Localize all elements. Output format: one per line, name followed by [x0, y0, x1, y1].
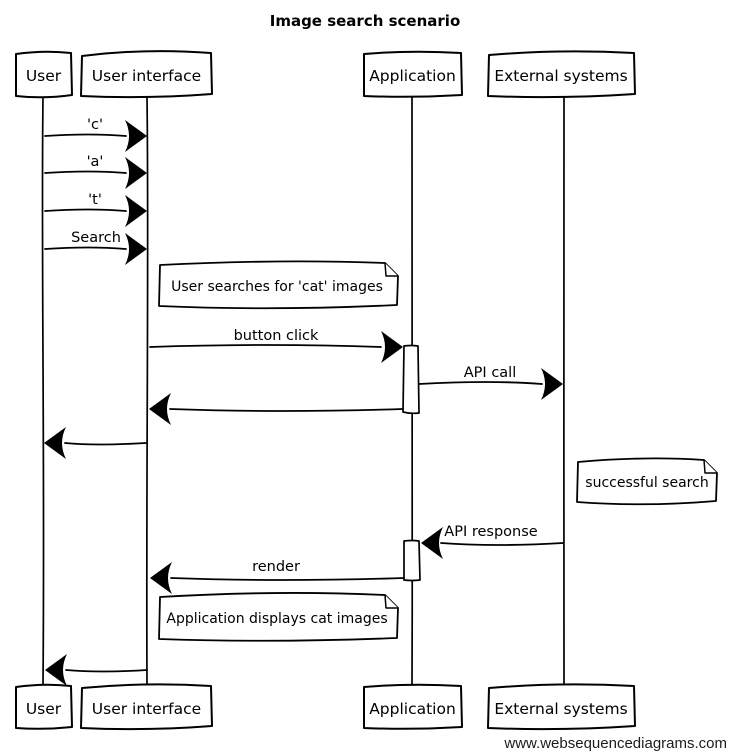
message-key-a: 'a': [44, 154, 147, 189]
message-label-key-a: 'a': [87, 154, 104, 170]
actor-label-user-interface-bottom: User interface: [92, 700, 201, 718]
arrowhead-left-icon: [421, 527, 443, 559]
actor-label-user-interface-top: User interface: [92, 67, 201, 85]
note-fold-icon: [703, 459, 717, 474]
message-line-api-response: [440, 542, 564, 546]
message-line-key-t: [44, 208, 127, 212]
arrowhead-left-icon: [150, 562, 172, 594]
actor-application-bottom: Application: [363, 683, 463, 730]
arrowhead-right-icon: [125, 120, 147, 152]
actor-user-top: User: [15, 50, 73, 99]
message-render: render: [150, 559, 405, 594]
arrowhead-right-icon: [125, 233, 147, 265]
message-line-key-a: [44, 170, 127, 174]
actor-box-application-top: [363, 50, 463, 98]
note-fold-icon: [384, 594, 398, 609]
note-successful-search: successful search: [576, 457, 718, 506]
arrowhead-right-icon: [541, 368, 563, 400]
message-button-click: button click: [149, 328, 403, 363]
arrowhead-left-icon: [45, 654, 67, 686]
message-label-render: render: [252, 559, 300, 575]
actor-box-user-bottom: [15, 683, 73, 730]
note-app-displays: Application displays cat images: [158, 592, 399, 642]
note-fold-icon: [384, 262, 398, 277]
actor-label-external-systems-top: External systems: [494, 67, 627, 85]
note-box-successful-search: [576, 457, 718, 506]
lifeline-external-systems: [562, 96, 566, 686]
actor-user-bottom: User: [15, 683, 73, 730]
message-label-key-c: 'c': [87, 117, 103, 133]
lifeline-user: [41, 96, 45, 686]
activation-bar-application-1: [402, 344, 420, 415]
actor-box-external-systems-top: [487, 50, 636, 99]
note-text-app-displays: Application displays cat images: [166, 611, 387, 627]
arrowhead-right-icon: [381, 331, 403, 363]
message-line-return-2: [64, 442, 147, 446]
arrowhead-left-icon: [44, 427, 66, 459]
note-user-searches: User searches for 'cat' images: [158, 260, 399, 310]
actor-label-user-top: User: [26, 67, 62, 85]
footer-watermark: www.websequencediagrams.com: [503, 735, 727, 752]
message-line-search: [44, 246, 127, 250]
actor-user-interface-top: User interface: [80, 50, 213, 99]
actor-external-systems-bottom: External systems: [487, 683, 636, 731]
note-box-app-displays: [158, 592, 399, 642]
message-label-api-call: API call: [464, 365, 516, 381]
actor-box-user-interface-top: [80, 50, 213, 99]
lifeline-user-interface: [145, 96, 149, 686]
message-label-key-t: 't': [88, 192, 102, 208]
note-box-user-searches: [158, 260, 399, 310]
message-return-final: [45, 654, 148, 686]
actor-box-application-bottom: [363, 683, 463, 730]
actor-label-user-bottom: User: [26, 700, 62, 718]
message-return-ui-to-user: [44, 427, 147, 459]
message-line-api-call: [418, 381, 543, 385]
message-line-key-c: [44, 133, 127, 137]
arrowhead-right-icon: [125, 157, 147, 189]
diagram-title: Image search scenario: [270, 12, 461, 30]
message-key-t: 't': [44, 192, 147, 227]
message-search: Search: [44, 230, 147, 265]
actor-label-application-top: Application: [369, 67, 456, 85]
actor-box-user-top: [15, 50, 73, 99]
message-label-search: Search: [71, 230, 121, 246]
note-text-user-searches: User searches for 'cat' images: [171, 279, 383, 295]
actor-label-external-systems-bottom: External systems: [494, 700, 627, 718]
actor-external-systems-top: External systems: [487, 50, 636, 99]
message-return-app-to-ui: [149, 393, 404, 425]
actor-label-application-bottom: Application: [369, 700, 456, 718]
message-label-api-response: API response: [444, 524, 537, 540]
note-text-successful-search: successful search: [585, 475, 708, 491]
message-line-return-3: [65, 669, 148, 673]
actor-application-top: Application: [363, 50, 463, 98]
message-line-render: [170, 577, 405, 581]
actor-box-external-systems-bottom: [487, 683, 636, 731]
message-line-button-click: [149, 344, 382, 348]
message-label-button-click: button click: [234, 328, 319, 344]
message-api-call: API call: [418, 365, 563, 400]
message-api-response: API response: [421, 524, 564, 559]
message-line-return-1: [169, 408, 404, 412]
message-key-c: 'c': [44, 117, 147, 152]
arrowhead-left-icon: [149, 393, 171, 425]
arrowhead-right-icon: [125, 195, 147, 227]
actor-box-user-interface-bottom: [80, 683, 213, 731]
actor-user-interface-bottom: User interface: [80, 683, 213, 731]
activation-bar-application-2: [403, 539, 421, 582]
